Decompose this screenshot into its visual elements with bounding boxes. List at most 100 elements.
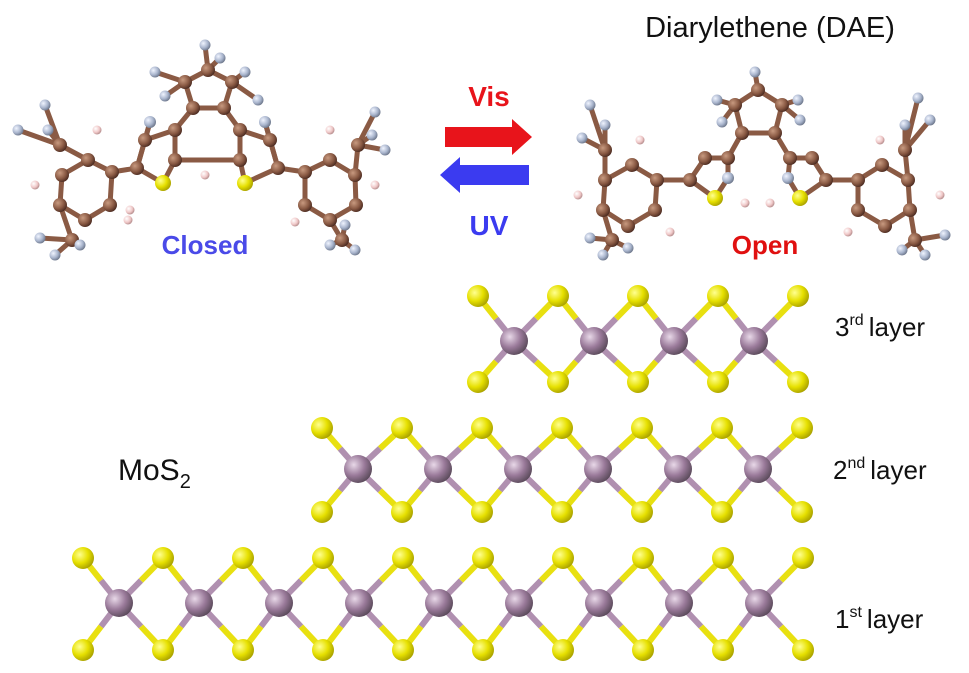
carbon-atom bbox=[875, 158, 889, 172]
hydrogen-atom bbox=[12, 124, 24, 136]
hydrogen-atom bbox=[30, 180, 40, 190]
sulfur-atom bbox=[232, 547, 254, 569]
hydrogen-atom bbox=[749, 66, 761, 78]
hydrogen-atom bbox=[875, 135, 885, 145]
hydrogen-atom bbox=[599, 119, 611, 131]
sulfur-atom bbox=[627, 371, 649, 393]
carbon-atom bbox=[103, 198, 117, 212]
sulfur-atom bbox=[392, 639, 414, 661]
carbon-atom bbox=[898, 143, 912, 157]
hydrogen-atom bbox=[794, 114, 806, 126]
hydrogen-atom bbox=[199, 39, 211, 51]
uv-light-arrow bbox=[440, 157, 529, 193]
uv-label: UV bbox=[470, 210, 509, 241]
hydrogen-atom bbox=[159, 90, 171, 102]
sulfur-atom bbox=[547, 371, 569, 393]
sulfur-atom bbox=[547, 285, 569, 307]
hydrogen-atom bbox=[573, 190, 583, 200]
molybdenum-atom bbox=[584, 455, 612, 483]
sulfur-atom bbox=[471, 417, 493, 439]
molecule-title: Diarylethene (DAE) bbox=[645, 12, 895, 44]
carbon-atom bbox=[768, 126, 782, 140]
carbon-atom bbox=[901, 173, 915, 187]
molybdenum-atom bbox=[265, 589, 293, 617]
layer-2-suffix: nd bbox=[847, 455, 865, 472]
carbon-atom bbox=[908, 233, 922, 247]
sulfur-atom bbox=[232, 639, 254, 661]
carbon-atom bbox=[621, 219, 635, 233]
layer-3-number: 3 bbox=[835, 312, 849, 342]
carbon-atom bbox=[335, 233, 349, 247]
sulfur-atom bbox=[707, 371, 729, 393]
molybdenum-atom bbox=[345, 589, 373, 617]
carbon-atom bbox=[53, 138, 67, 152]
molybdenum-atom bbox=[740, 327, 768, 355]
nitrogen-atom bbox=[259, 116, 271, 128]
carbon-atom bbox=[805, 151, 819, 165]
carbon-atom bbox=[605, 233, 619, 247]
hydrogen-atom bbox=[252, 94, 264, 106]
carbon-atom bbox=[130, 161, 144, 175]
carbon-atom bbox=[698, 151, 712, 165]
visible-light-arrow bbox=[445, 119, 532, 155]
hydrogen-atom bbox=[924, 114, 936, 126]
sulfur-atom bbox=[552, 547, 574, 569]
hydrogen-atom bbox=[635, 135, 645, 145]
hydrogen-atom bbox=[622, 242, 634, 254]
layer-1-suffix: st bbox=[849, 604, 862, 621]
hydrogen-atom bbox=[584, 99, 596, 111]
nitrogen-atom bbox=[722, 172, 734, 184]
carbon-atom bbox=[775, 98, 789, 112]
carbon-atom bbox=[650, 173, 664, 187]
sulfur-atom bbox=[632, 547, 654, 569]
carbon-atom bbox=[348, 168, 362, 182]
carbon-atom bbox=[138, 133, 152, 147]
sulfur-atom bbox=[392, 547, 414, 569]
carbon-atom bbox=[186, 101, 200, 115]
hydrogen-atom bbox=[339, 219, 351, 231]
sulfur-atom bbox=[152, 639, 174, 661]
carbon-atom bbox=[81, 153, 95, 167]
molybdenum-atom bbox=[660, 327, 688, 355]
carbon-atom bbox=[598, 143, 612, 157]
sulfur-atom bbox=[631, 501, 653, 523]
molybdenum-atom bbox=[505, 589, 533, 617]
carbon-atom bbox=[168, 123, 182, 137]
sulfur-atom bbox=[712, 639, 734, 661]
open-molecule bbox=[573, 66, 951, 261]
molybdenum-atom bbox=[504, 455, 532, 483]
carbon-atom bbox=[903, 203, 917, 217]
sulfur-atom bbox=[152, 547, 174, 569]
carbon-atom bbox=[648, 203, 662, 217]
sulfur-atom bbox=[237, 175, 253, 191]
carbon-atom bbox=[78, 213, 92, 227]
sulfur-atom bbox=[551, 417, 573, 439]
material-subscript: 2 bbox=[180, 471, 191, 493]
hydrogen-atom bbox=[125, 205, 135, 215]
sulfur-atom bbox=[631, 417, 653, 439]
hydrogen-atom bbox=[576, 132, 588, 144]
hydrogen-atom bbox=[935, 190, 945, 200]
closed-molecule bbox=[12, 39, 391, 261]
hydrogen-atom bbox=[34, 232, 46, 244]
sulfur-atom bbox=[787, 285, 809, 307]
hydrogen-atom bbox=[939, 229, 951, 241]
carbon-atom bbox=[323, 153, 337, 167]
hydrogen-atom bbox=[919, 249, 931, 261]
mos2-layers bbox=[72, 285, 814, 661]
molybdenum-atom bbox=[344, 455, 372, 483]
layer-2-word: layer bbox=[870, 455, 927, 485]
carbon-atom bbox=[217, 101, 231, 115]
sulfur-atom bbox=[632, 639, 654, 661]
carbon-atom bbox=[735, 126, 749, 140]
molybdenum-atom bbox=[585, 589, 613, 617]
mos2-layer-2 bbox=[311, 417, 813, 523]
hydrogen-atom bbox=[49, 249, 61, 261]
sulfur-atom bbox=[787, 371, 809, 393]
sulfur-atom bbox=[711, 417, 733, 439]
carbon-atom bbox=[819, 173, 833, 187]
sulfur-atom bbox=[311, 501, 333, 523]
carbon-atom bbox=[55, 168, 69, 182]
